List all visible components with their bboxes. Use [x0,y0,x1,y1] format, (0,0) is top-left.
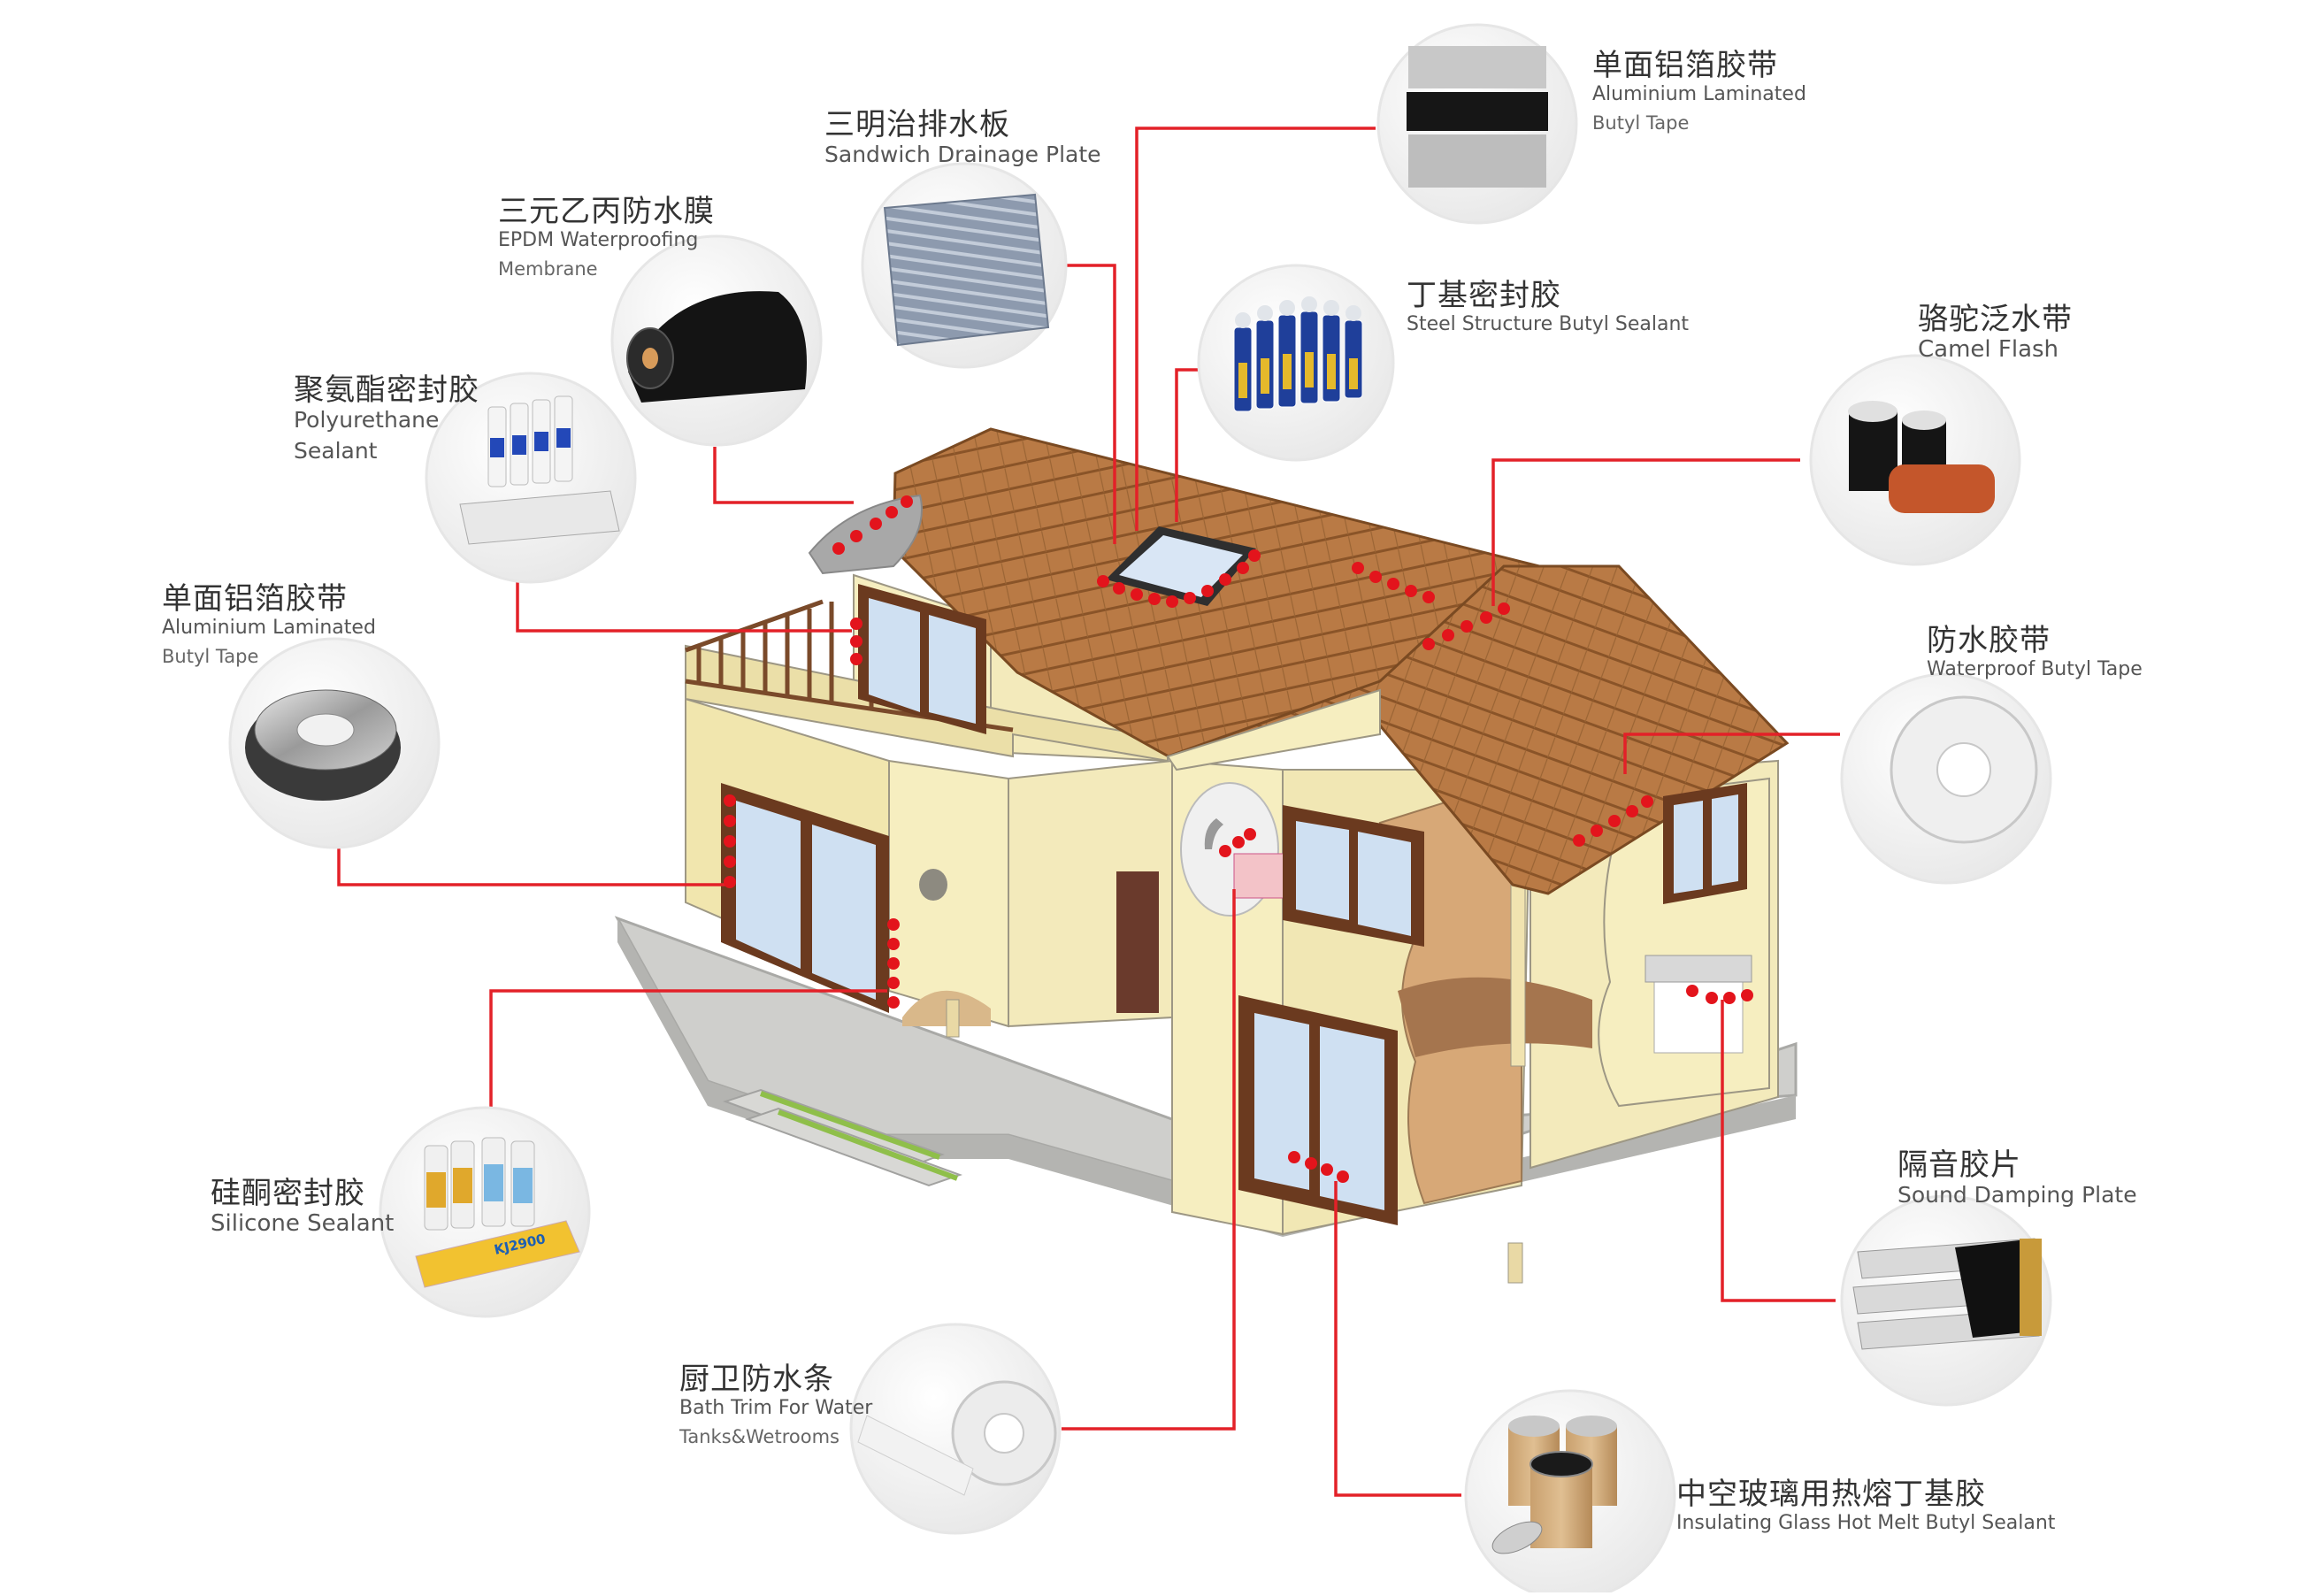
leader-lines [337,127,1840,1497]
callout-zh: 聚氨酯密封胶 [294,372,479,408]
callout-zh: 中空玻璃用热熔丁基胶 [1676,1477,1986,1512]
leader-silicone [489,989,887,1113]
callout-zh: 骆驼泛水带 [1918,302,2073,337]
cutaway-room [1398,977,1592,1057]
callout-zh: 丁基密封胶 [1407,278,1561,313]
callout-zh: 厨卫防水条 [679,1362,834,1397]
callout-camel-flash: 骆驼泛水带 Camel Flash [1918,302,2073,364]
leader-waterproof-butyl [1623,733,1840,774]
left-block-front [888,759,1009,1028]
product-polyurethane [425,372,637,584]
callout-steel-butyl: 丁基密封胶 Steel Structure Butyl Sealant [1407,278,1690,336]
step-grass-2 [777,1109,959,1181]
callout-en: Polyurethane [294,407,440,434]
callout-bath-trim: 厨卫防水条 Bath Trim For Water Tanks&Wetrooms [679,1362,872,1448]
leader-aluminium-top [1135,127,1376,531]
product-sound-damping [1840,1194,2052,1407]
callout-en2: Membrane [498,258,598,280]
upper-window [858,584,986,734]
sealant-markers [724,495,1753,1183]
callout-en2: Butyl Tape [1592,112,1690,134]
product-camel-flash [1809,354,2021,566]
leader-epdm [713,447,854,504]
bollard [946,999,960,1038]
leader-insulating [1334,1181,1461,1497]
callout-sandwich-drainage: 三明治排水板 Sandwich Drainage Plate [824,107,1101,168]
product-steel-butyl [1197,264,1395,462]
callout-en: Silicone Sealant [211,1210,395,1238]
step-grass-1 [759,1091,941,1160]
callout-en: Insulating Glass Hot Melt Butyl Sealant [1676,1512,2056,1535]
leader-bath [1062,889,1236,1431]
leader-aluminium-left [337,833,728,886]
product-aluminium-tape-top [1376,23,1578,225]
leader-sandwich [1066,264,1116,544]
product-aluminium-tape-left [228,637,441,849]
callout-en: Steel Structure Butyl Sealant [1407,313,1690,336]
callout-en: Waterproof Butyl Tape [1927,658,2143,681]
callout-insulating-glass: 中空玻璃用热熔丁基胶 Insulating Glass Hot Melt But… [1676,1477,2055,1534]
callout-zh: 单面铝箔胶带 [1592,48,1778,83]
product-sandwich-drainage [861,162,1068,369]
leader-sound [1721,1000,1836,1302]
callout-en: Camel Flash [1918,336,2059,364]
callout-en: Aluminium Laminated [162,617,376,640]
callout-aluminium-tape-left: 单面铝箔胶带 Aluminium Laminated Butyl Tape [162,581,376,668]
product-silicone: KJ2900 [379,1106,591,1318]
callout-en2: Sealant [294,437,378,464]
callout-en: EPDM Waterproofing [498,229,699,252]
wing-window [1663,783,1747,904]
left-glass-door [721,783,889,1013]
callout-sound-damping: 隔音胶片 Sound Damping Plate [1898,1147,2137,1209]
leader-camel [1491,458,1800,606]
callout-en: Sound Damping Plate [1898,1182,2137,1209]
callout-zh: 三明治排水板 [824,107,1010,142]
column [1510,866,1526,1067]
callout-en2: Butyl Tape [162,646,259,668]
callout-silicone: 硅酮密封胶 Silicone Sealant [211,1176,395,1238]
right-upper-window [1283,805,1424,947]
callout-aluminium-tape-top: 单面铝箔胶带 Aluminium Laminated Butyl Tape [1592,48,1806,134]
right-lower-window [1238,995,1398,1225]
callout-zh: 三元乙丙防水膜 [498,194,715,229]
wall-niche [919,869,947,901]
callout-polyurethane: 聚氨酯密封胶 Polyurethane Sealant [294,372,479,464]
faucet [1204,818,1223,849]
skylight-glass [1119,535,1243,597]
leader-polyurethane [516,582,852,633]
callout-en: Bath Trim For Water [679,1397,873,1420]
entrance-door [1116,871,1159,1013]
product-insulating-glass [1464,1389,1676,1596]
kitchen-counter [1644,955,1752,983]
callout-zh: 隔音胶片 [1898,1147,2021,1183]
callout-zh: 单面铝箔胶带 [162,581,348,617]
right-roof-gable [1166,688,1381,771]
callout-en: Aluminium Laminated [1592,83,1806,106]
callout-zh: 防水胶带 [1927,623,2051,658]
product-bath-trim [849,1323,1062,1535]
wing-bollard [1507,1242,1523,1284]
leader-steel-butyl [1175,368,1199,522]
product-waterproof-butyl [1840,672,2052,885]
callout-epdm: 三元乙丙防水膜 EPDM Waterproofing Membrane [498,194,715,280]
callout-en2: Tanks&Wetrooms [679,1426,840,1448]
callout-zh: 硅酮密封胶 [211,1176,365,1211]
callout-en: Sandwich Drainage Plate [824,142,1101,168]
product-epdm [610,234,823,447]
callout-waterproof-butyl: 防水胶带 Waterproof Butyl Tape [1927,623,2143,681]
house [614,427,1798,1284]
front-steps-lower [745,1107,962,1187]
